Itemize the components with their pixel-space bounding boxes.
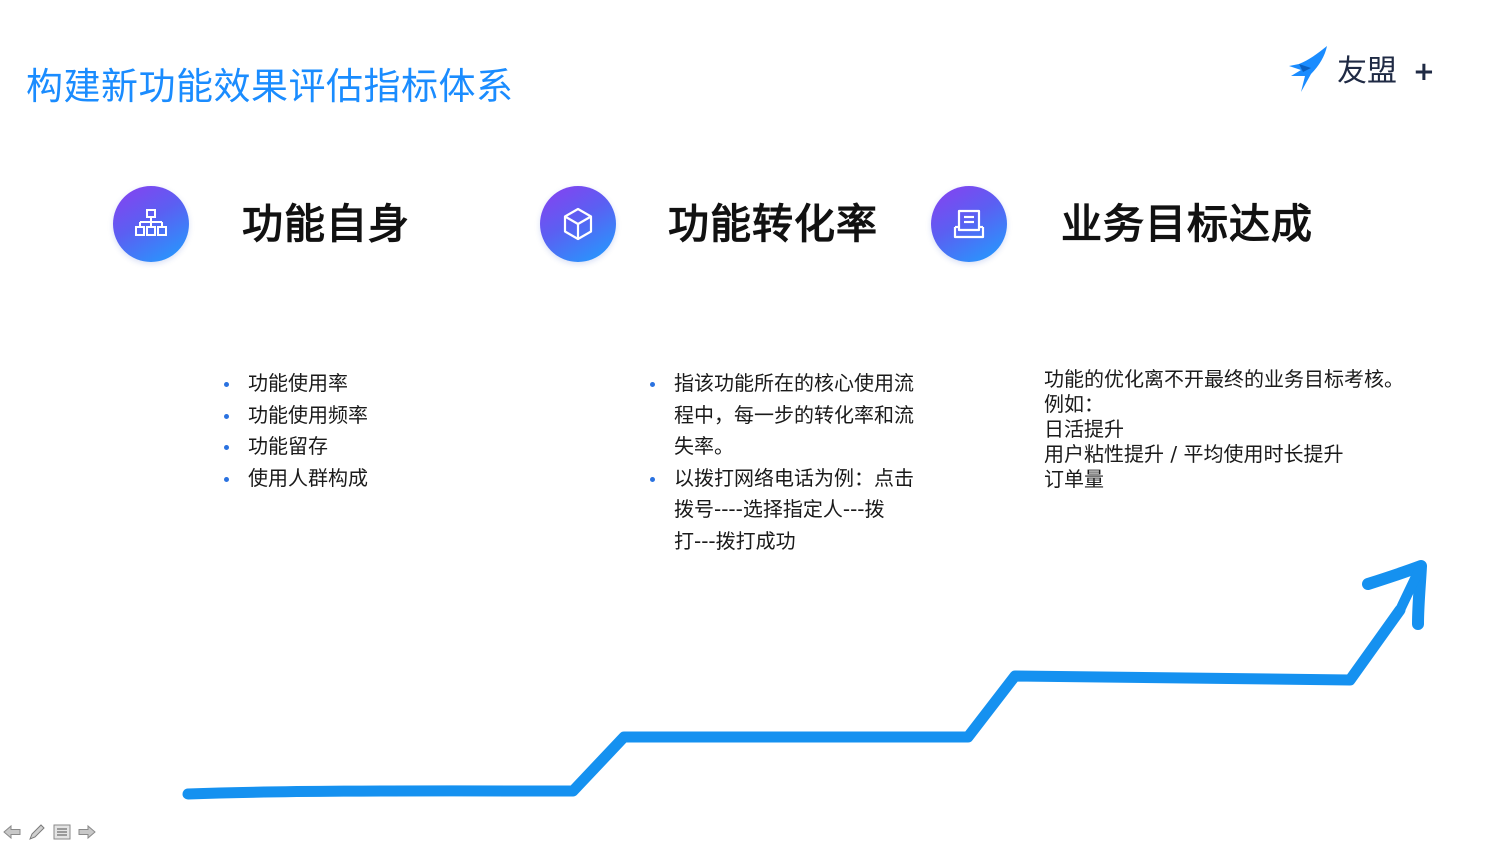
- section-3-heading: 业务目标达成: [1061, 200, 1313, 248]
- list-item: 功能使用率: [222, 368, 368, 400]
- section-2-bullets: 指该功能所在的核心使用流 程中，每一步的转化率和流 失率。 以拨打网络电话为例：…: [648, 368, 914, 557]
- text-line: 例如：: [1044, 392, 1104, 416]
- text-line: 订单量: [1044, 467, 1104, 491]
- slide-title: 构建新功能效果评估指标体系: [26, 65, 514, 108]
- list-item-line: 指该功能所在的核心使用流: [674, 371, 914, 395]
- text-line: 功能的优化离不开最终的业务目标考核。: [1044, 367, 1404, 391]
- list-item: 功能留存: [222, 431, 368, 463]
- list-item: 以拨打网络电话为例：点击 拨号----选择指定人---拨 打---拨打成功: [648, 463, 914, 558]
- pen-icon[interactable]: [27, 822, 47, 842]
- section-3-text: 功能的优化离不开最终的业务目标考核。 例如： 日活提升 用户粘性提升 / 平均使…: [1044, 367, 1404, 492]
- logo-text: 友盟: [1337, 54, 1397, 89]
- list-item-line: 失率。: [674, 434, 734, 458]
- section-2-heading: 功能转化率: [668, 200, 878, 248]
- document-icon: [953, 209, 985, 239]
- section-1-bullets: 功能使用率 功能使用频率 功能留存 使用人群构成: [222, 368, 368, 494]
- arrow-right-icon[interactable]: [77, 822, 97, 842]
- list-item: 功能使用频率: [222, 400, 368, 432]
- umeng-logo: 友盟 +: [1287, 44, 1447, 100]
- hierarchy-icon: [135, 209, 167, 236]
- section-2-icon-badge: [540, 186, 616, 262]
- list-item-line: 以拨打网络电话为例：点击: [674, 465, 914, 490]
- list-item-line: 拨号----选择指定人---拨: [674, 497, 885, 521]
- list-item-line: 打---拨打成功: [674, 528, 796, 553]
- logo-plus: +: [1413, 57, 1435, 87]
- list-item: 使用人群构成: [222, 463, 368, 495]
- arrow-left-icon[interactable]: [2, 822, 22, 842]
- presentation-toolbar: [2, 822, 102, 842]
- text-line: 用户粘性提升 / 平均使用时长提升: [1044, 442, 1344, 466]
- cube-icon: [563, 207, 593, 241]
- text-line: 日活提升: [1044, 417, 1124, 441]
- list-item-line: 程中，每一步的转化率和流: [674, 402, 914, 427]
- section-1-icon-badge: [113, 186, 189, 262]
- section-1-heading: 功能自身: [242, 200, 410, 248]
- umeng-bird-icon: [1289, 46, 1327, 92]
- menu-icon[interactable]: [52, 822, 72, 842]
- list-item: 指该功能所在的核心使用流 程中，每一步的转化率和流 失率。: [648, 368, 914, 463]
- section-3-icon-badge: [931, 186, 1007, 262]
